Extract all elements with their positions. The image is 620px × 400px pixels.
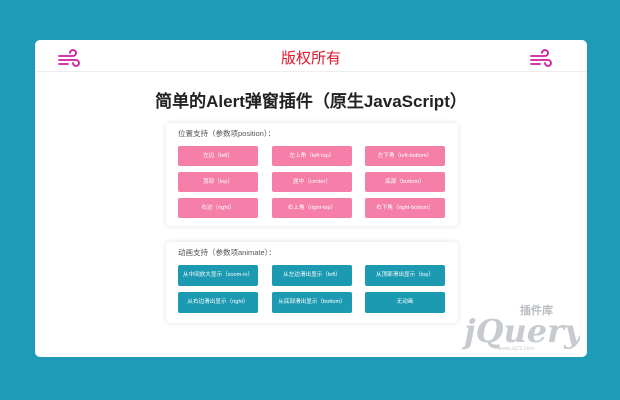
wind-icon[interactable] [529,48,553,68]
main-card: 版权所有 简单的Alert弹窗插件（原生JavaScript） 位置支持（参数项… [35,40,587,357]
position-right-bottom-button[interactable]: 右下角（right-bottom） [365,198,445,218]
wind-icon[interactable] [57,48,81,68]
position-right-button[interactable]: 右边（right） [178,198,258,218]
animate-right-button[interactable]: 从右边滑出显示（right） [178,292,258,313]
no-animation-button[interactable]: 无动画 [365,292,445,313]
position-left-top-button[interactable]: 左上角（left-top） [272,146,352,166]
watermark-brand: jQuery [462,312,580,350]
animate-top-button[interactable]: 从顶部滑出显示（top） [365,265,445,286]
watermark-url: www.jq22.com [498,346,535,352]
animate-zoom-in-button[interactable]: 从中间放大显示（zoom-in） [178,265,258,286]
position-right-top-button[interactable]: 右上角（right-top） [272,198,352,218]
position-left-bottom-button[interactable]: 左下角（left-bottom） [365,146,445,166]
position-left-button[interactable]: 左边（left） [178,146,258,166]
position-section-label: 位置支持（参数项position）： [178,129,276,138]
watermark-tagline: 插件库 [520,303,553,317]
page-title: 简单的Alert弹窗插件（原生JavaScript） [155,92,467,111]
position-top-button[interactable]: 顶部（top） [178,172,258,192]
position-panel: 位置支持（参数项position）： 左边（left） 左上角（left-top… [166,123,458,226]
animate-panel: 动画支持（参数项animate）： 从中间放大显示（zoom-in） 从左边滑出… [166,242,458,323]
position-bottom-button[interactable]: 底部（bottom） [365,172,445,192]
header-bar: 版权所有 [35,40,587,72]
animate-left-button[interactable]: 从左边滑出显示（left） [272,265,352,286]
position-center-button[interactable]: 居中（center） [272,172,352,192]
copyright-title: 版权所有 [280,50,341,67]
animate-section-label: 动画支持（参数项animate）： [178,248,276,257]
animate-bottom-button[interactable]: 从底部滑出显示（bottom） [272,292,352,313]
jquery-watermark-logo: 插件库 jQuery www.jq22.com [462,303,580,352]
